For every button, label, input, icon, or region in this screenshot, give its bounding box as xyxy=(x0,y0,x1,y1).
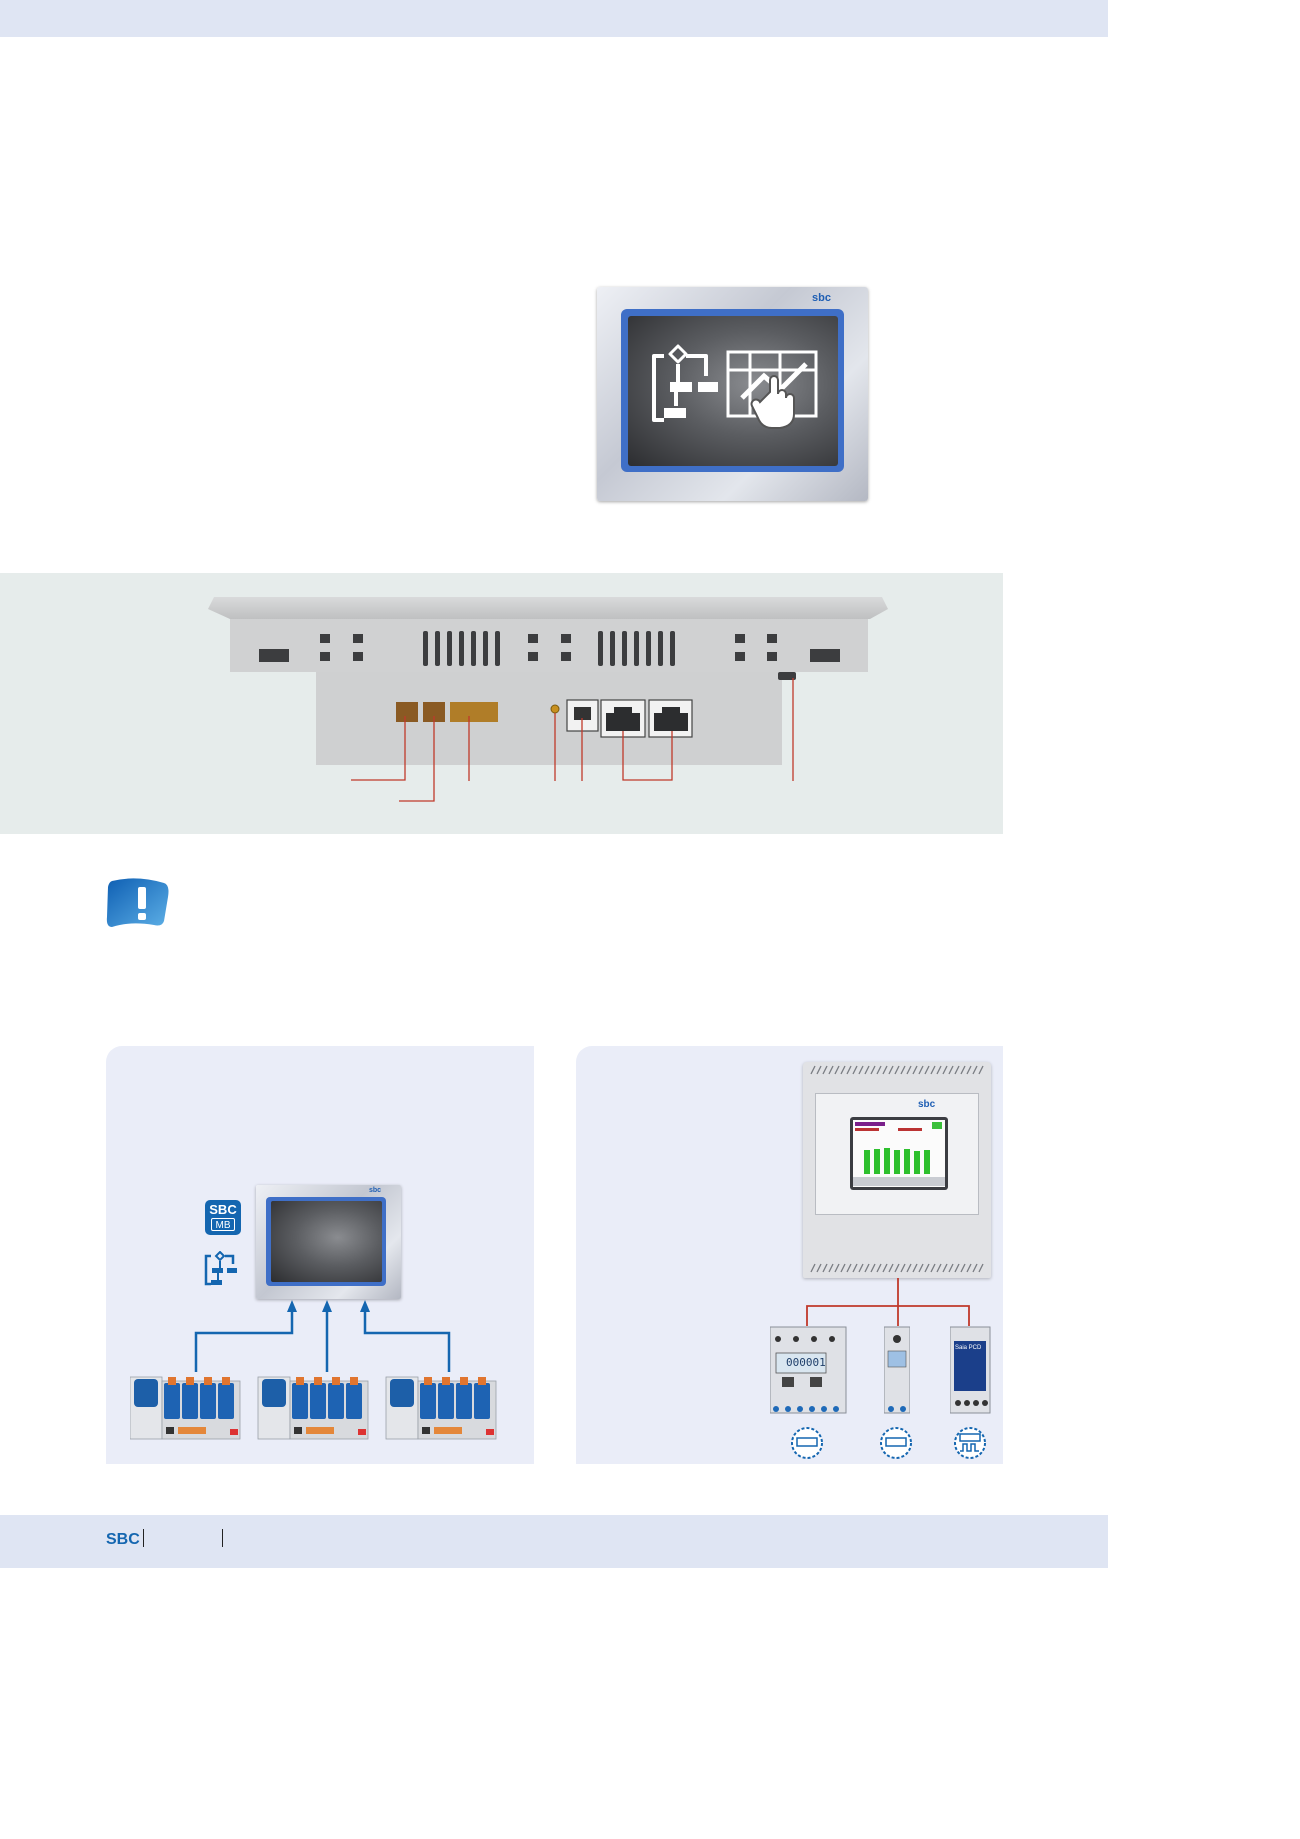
badge-bottom-text: MB xyxy=(211,1218,235,1231)
touch-panel-screen xyxy=(628,316,838,466)
energy-meter-3phase xyxy=(770,1326,847,1414)
cabinet-screen-chart xyxy=(850,1117,948,1190)
modbus-connections xyxy=(194,1300,451,1372)
footer-separator xyxy=(222,1529,223,1547)
footer-separator xyxy=(143,1529,144,1547)
badge-top-text: SBC xyxy=(209,1202,237,1217)
notice-exclamation-icon xyxy=(106,878,169,927)
meter-connections xyxy=(806,1278,970,1326)
logic-flow-icon xyxy=(204,1251,237,1286)
footer-brand: SBC xyxy=(106,1531,140,1548)
pulse-counter-icon xyxy=(954,1427,986,1459)
touch-panel-small-screen xyxy=(271,1201,382,1282)
cabinet-logo: sbc xyxy=(918,1099,936,1110)
meter-counter-icon xyxy=(880,1427,912,1459)
panel-logo: sbc xyxy=(812,292,831,304)
energy-meter-1phase xyxy=(884,1326,910,1414)
panel-rear-view xyxy=(208,597,888,802)
meter-counter-icon xyxy=(791,1427,823,1459)
small-panel-logo: sbc xyxy=(369,1187,382,1194)
plc-controllers xyxy=(130,1376,497,1440)
sbc-mb-badge: SBC MB xyxy=(205,1200,241,1235)
meter-display: 000001 xyxy=(786,1356,826,1369)
logic-and-touch-icon xyxy=(652,344,818,429)
footer-band: SBC xyxy=(0,1515,1108,1568)
top-band xyxy=(0,0,1108,37)
module-brand: Saia PCD xyxy=(955,1345,982,1351)
saia-pcd-pulse-module xyxy=(950,1326,991,1414)
cabinet-vents xyxy=(810,1065,984,1273)
